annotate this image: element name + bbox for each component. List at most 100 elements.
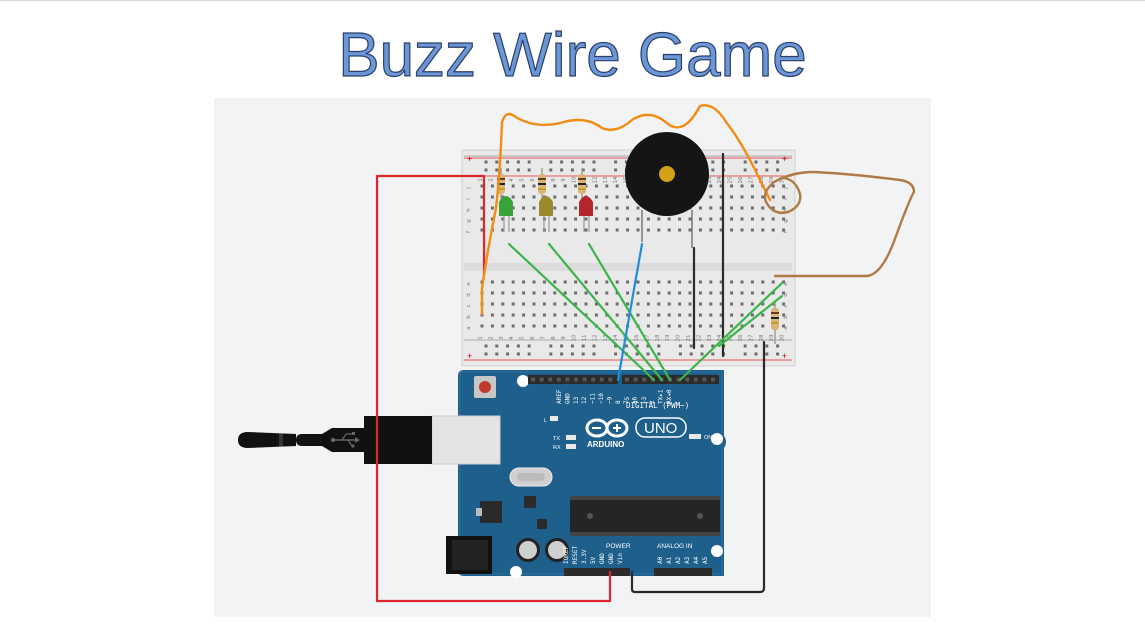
terminal-hole — [594, 184, 598, 188]
rail-hole — [495, 344, 499, 348]
uno-badge — [635, 417, 687, 438]
terminal-hole — [490, 217, 494, 221]
terminal-hole — [626, 302, 630, 306]
terminal-hole — [511, 184, 515, 188]
header-pin — [539, 377, 544, 382]
terminal-hole — [740, 184, 744, 188]
mount-hole — [711, 433, 723, 445]
terminal-hole — [605, 217, 609, 221]
rail-hole — [527, 160, 531, 164]
header-pin — [548, 377, 553, 382]
wire-green-res — [717, 294, 784, 348]
terminal-hole — [574, 313, 578, 317]
row-letter: i — [783, 198, 789, 200]
rail-hole — [678, 352, 682, 356]
terminal-hole — [563, 280, 567, 284]
usb-plug — [364, 416, 432, 464]
terminal-hole — [782, 302, 786, 306]
rail-hole — [506, 344, 510, 348]
terminal-hole — [761, 302, 765, 306]
terminal-hole — [688, 313, 692, 317]
col-number: 10 — [572, 334, 578, 341]
terminal-hole — [532, 206, 536, 210]
terminal-hole — [678, 217, 682, 221]
terminal-hole — [574, 184, 578, 188]
terminal-hole — [532, 217, 536, 221]
terminal-hole — [678, 313, 682, 317]
l-label: L — [544, 418, 547, 424]
terminal-hole — [615, 206, 619, 210]
row-letter: f — [466, 230, 472, 233]
terminal-hole — [709, 206, 713, 210]
digital-pin-label: ~6 — [632, 396, 639, 404]
rail-hole — [646, 344, 650, 348]
top-divider — [0, 0, 1145, 1]
terminal-hole — [657, 313, 661, 317]
rail-hole — [495, 168, 499, 172]
terminal-hole — [490, 280, 494, 284]
terminal-hole — [511, 302, 515, 306]
terminal-hole — [636, 228, 640, 232]
rail-hole — [743, 352, 747, 356]
col-number: 5 — [520, 178, 526, 182]
terminal-hole — [563, 324, 567, 328]
terminal-hole — [750, 302, 754, 306]
terminal-hole — [511, 324, 515, 328]
row-letter: i — [466, 198, 472, 200]
terminal-hole — [626, 206, 630, 210]
terminal-hole — [740, 313, 744, 317]
wire-red-5v — [375, 174, 612, 603]
terminal-hole — [532, 313, 536, 317]
reset-button-cap — [479, 381, 491, 393]
rail-hole — [516, 168, 520, 172]
rail-hole — [581, 168, 585, 172]
rail-hole — [765, 352, 769, 356]
terminal-hole — [750, 280, 754, 284]
rail-hole — [581, 160, 585, 164]
terminal-hole — [490, 206, 494, 210]
terminal-hole — [646, 280, 650, 284]
row-letter: g — [783, 219, 789, 223]
digital-pin-label: ~11 — [590, 393, 597, 404]
terminal-hole — [750, 313, 754, 317]
terminal-hole — [636, 206, 640, 210]
digital-pin-label: ~9 — [606, 396, 613, 404]
rail-hole — [570, 344, 574, 348]
terminal-hole — [698, 324, 702, 328]
digital-pin-label: 8 — [615, 400, 622, 404]
terminal-hole — [667, 280, 671, 284]
wire-green-led1 — [507, 242, 656, 382]
col-number: 24 — [717, 176, 723, 183]
rail-hole — [711, 160, 715, 164]
terminal-hole — [553, 217, 557, 221]
mount-hole — [517, 375, 529, 387]
terminal-hole — [646, 313, 650, 317]
analog-pin-label: A1 — [666, 556, 673, 564]
col-number: 12 — [592, 335, 598, 342]
terminal-hole — [719, 195, 723, 199]
col-number: 14 — [613, 334, 619, 341]
rail-hole — [495, 160, 499, 164]
terminal-hole — [553, 302, 557, 306]
header-pin — [676, 377, 681, 382]
analog-pin-label: A5 — [702, 556, 709, 564]
small-chip — [524, 496, 536, 508]
terminal-hole — [480, 195, 484, 199]
col-number: 1 — [478, 178, 484, 182]
terminal-hole — [574, 206, 578, 210]
power-pin-label: GND — [608, 553, 615, 564]
terminal-hole — [771, 217, 775, 221]
terminal-hole — [626, 313, 630, 317]
rail-hole — [560, 168, 564, 172]
terminal-hole — [782, 206, 786, 210]
col-number: 9 — [561, 178, 567, 182]
terminal-hole — [542, 280, 546, 284]
terminal-hole — [522, 313, 526, 317]
col-number: 23 — [707, 334, 713, 341]
row-letter: e — [466, 282, 472, 286]
digital-pin-label: 12 — [581, 396, 588, 404]
col-number: 18 — [655, 334, 661, 341]
header-pin — [591, 377, 596, 382]
